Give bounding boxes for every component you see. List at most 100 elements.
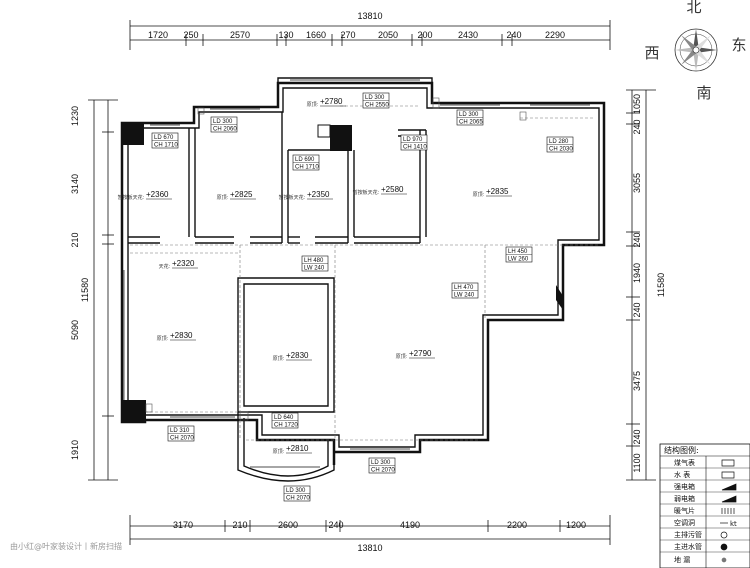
opening-tag-line1: LD 970 — [403, 137, 423, 143]
legend-item-radiator: 暖气片 — [674, 506, 695, 515]
right-dimensions — [626, 89, 656, 481]
ceiling-label: 原顶: — [273, 356, 284, 362]
legend-item-drain-pipe: 主排污管 — [674, 530, 702, 539]
ceiling-elevation: +2580 — [381, 185, 404, 194]
legend-item-floor-drain: 地 漏 — [674, 555, 690, 564]
opening-tag: LD 300 CH 2070 — [368, 457, 395, 474]
left-dim: 5090 — [70, 320, 80, 340]
ceiling-elevation: +2810 — [286, 444, 309, 453]
opening-tag-line1: LD 300 — [459, 112, 479, 118]
top-dim: 2570 — [230, 30, 250, 40]
compass-west: 西 — [644, 44, 659, 62]
opening-tag: LD 310 CH 2070 — [167, 425, 194, 442]
opening-tag-line1: LD 690 — [295, 157, 315, 163]
bottom-dim: 1200 — [566, 520, 586, 530]
opening-tag-line1: LD 300 — [365, 95, 385, 101]
floor-drain-icon — [721, 557, 727, 563]
opening-tag-line2: CH 1410 — [403, 145, 427, 151]
legend — [659, 443, 750, 568]
columns — [122, 123, 563, 422]
opening-tag: LD 640 CH 1720 — [271, 412, 298, 429]
ceiling-elevation: +2780 — [320, 97, 343, 106]
top-dim: 270 — [340, 30, 355, 40]
opening-tag-line2: CH 2060 — [213, 127, 237, 133]
left-dim: 1910 — [70, 440, 80, 460]
column-outline — [317, 124, 331, 138]
ceiling-label: 暂按板天花: — [353, 189, 379, 196]
gas-meter-icon — [721, 459, 735, 467]
opening-tag-line2: LW 260 — [508, 257, 529, 263]
radiator-icon — [721, 508, 735, 514]
top-dim: 1660 — [306, 30, 326, 40]
ceiling-label: 暂按板天花: — [118, 194, 144, 201]
water-meter-icon — [721, 471, 735, 479]
opening-tag-line1: LH 450 — [508, 249, 528, 255]
ceiling-elevation: +2320 — [172, 259, 195, 268]
right-dim: 3475 — [632, 371, 642, 391]
legend-kt-label: kt — [730, 520, 737, 528]
ceiling-label: 原顶: — [273, 449, 284, 455]
bottom-dimensions — [129, 515, 611, 545]
right-dim: 240 — [632, 429, 642, 444]
opening-tag-line2: CH 2550 — [365, 103, 389, 109]
right-dim: 240 — [632, 119, 642, 134]
ceiling-label: 原顶: — [157, 336, 168, 342]
opening-tag-line2: CH 2070 — [170, 436, 194, 442]
bottom-dim: 2600 — [278, 520, 298, 530]
legend-item-water-meter: 水 表 — [674, 470, 690, 479]
opening-tag-line1: LH 480 — [304, 258, 324, 264]
opening-tag: LD 690 CH 1710 — [292, 154, 319, 171]
weak-box-icon — [721, 495, 737, 503]
top-dim: 2430 — [458, 30, 478, 40]
legend-item-inlet-pipe: 主进水管 — [674, 542, 702, 551]
bottom-dim: 240 — [328, 520, 343, 530]
top-total: 13810 — [357, 11, 382, 21]
left-dim: 3140 — [70, 174, 80, 194]
drain-pipe-icon — [720, 531, 728, 539]
top-dim: 2290 — [545, 30, 565, 40]
ceiling-elevation: +2830 — [170, 331, 193, 340]
left-total: 11580 — [80, 278, 90, 302]
opening-tag-line2: CH 2070 — [371, 468, 395, 474]
ceiling-label: 原顶: — [396, 354, 407, 360]
right-dim: 1100 — [632, 453, 642, 472]
opening-tag-line2: CH 1720 — [274, 423, 298, 429]
right-dim: 1940 — [632, 263, 642, 283]
ceiling-elevation: +2360 — [146, 190, 169, 199]
top-dim: 240 — [506, 30, 521, 40]
opening-tag-line1: LH 470 — [454, 285, 474, 291]
legend-title: 结构图例: — [664, 445, 699, 455]
legend-item-power-box: 强电箱 — [674, 482, 695, 491]
legend-item-weak-box: 弱电箱 — [674, 494, 695, 503]
column-markers — [145, 97, 527, 421]
opening-tag: LH 450 LW 260 — [505, 246, 533, 263]
compass-east: 东 — [731, 36, 746, 54]
opening-tag: LD 970 CH 1410 — [400, 134, 427, 151]
windows — [123, 79, 590, 468]
bottom-dim: 2200 — [507, 520, 527, 530]
opening-tag-line2: CH 1710 — [295, 165, 319, 171]
compass — [674, 28, 718, 72]
opening-tag-line1: LD 670 — [154, 135, 174, 141]
right-total: 11580 — [656, 273, 666, 297]
left-dimensions — [88, 99, 118, 481]
ceiling-elevation: +2350 — [307, 190, 330, 199]
legend-item-gas-meter: 煤气表 — [674, 458, 695, 467]
ceiling-label: 原顶: — [473, 192, 484, 198]
left-dim: 1230 — [70, 106, 80, 126]
ceiling-elevation: +2830 — [286, 351, 309, 360]
top-dimensions — [129, 20, 611, 50]
opening-tag-line1: LD 310 — [170, 428, 190, 434]
opening-tag-line2: CH 2070 — [286, 496, 310, 502]
opening-tag-line1: LD 300 — [371, 460, 391, 466]
top-dim: 130 — [278, 30, 293, 40]
bottom-dim: 4190 — [400, 520, 420, 530]
opening-tag-line1: LD 640 — [274, 415, 294, 421]
bottom-dim: 3170 — [173, 520, 193, 530]
